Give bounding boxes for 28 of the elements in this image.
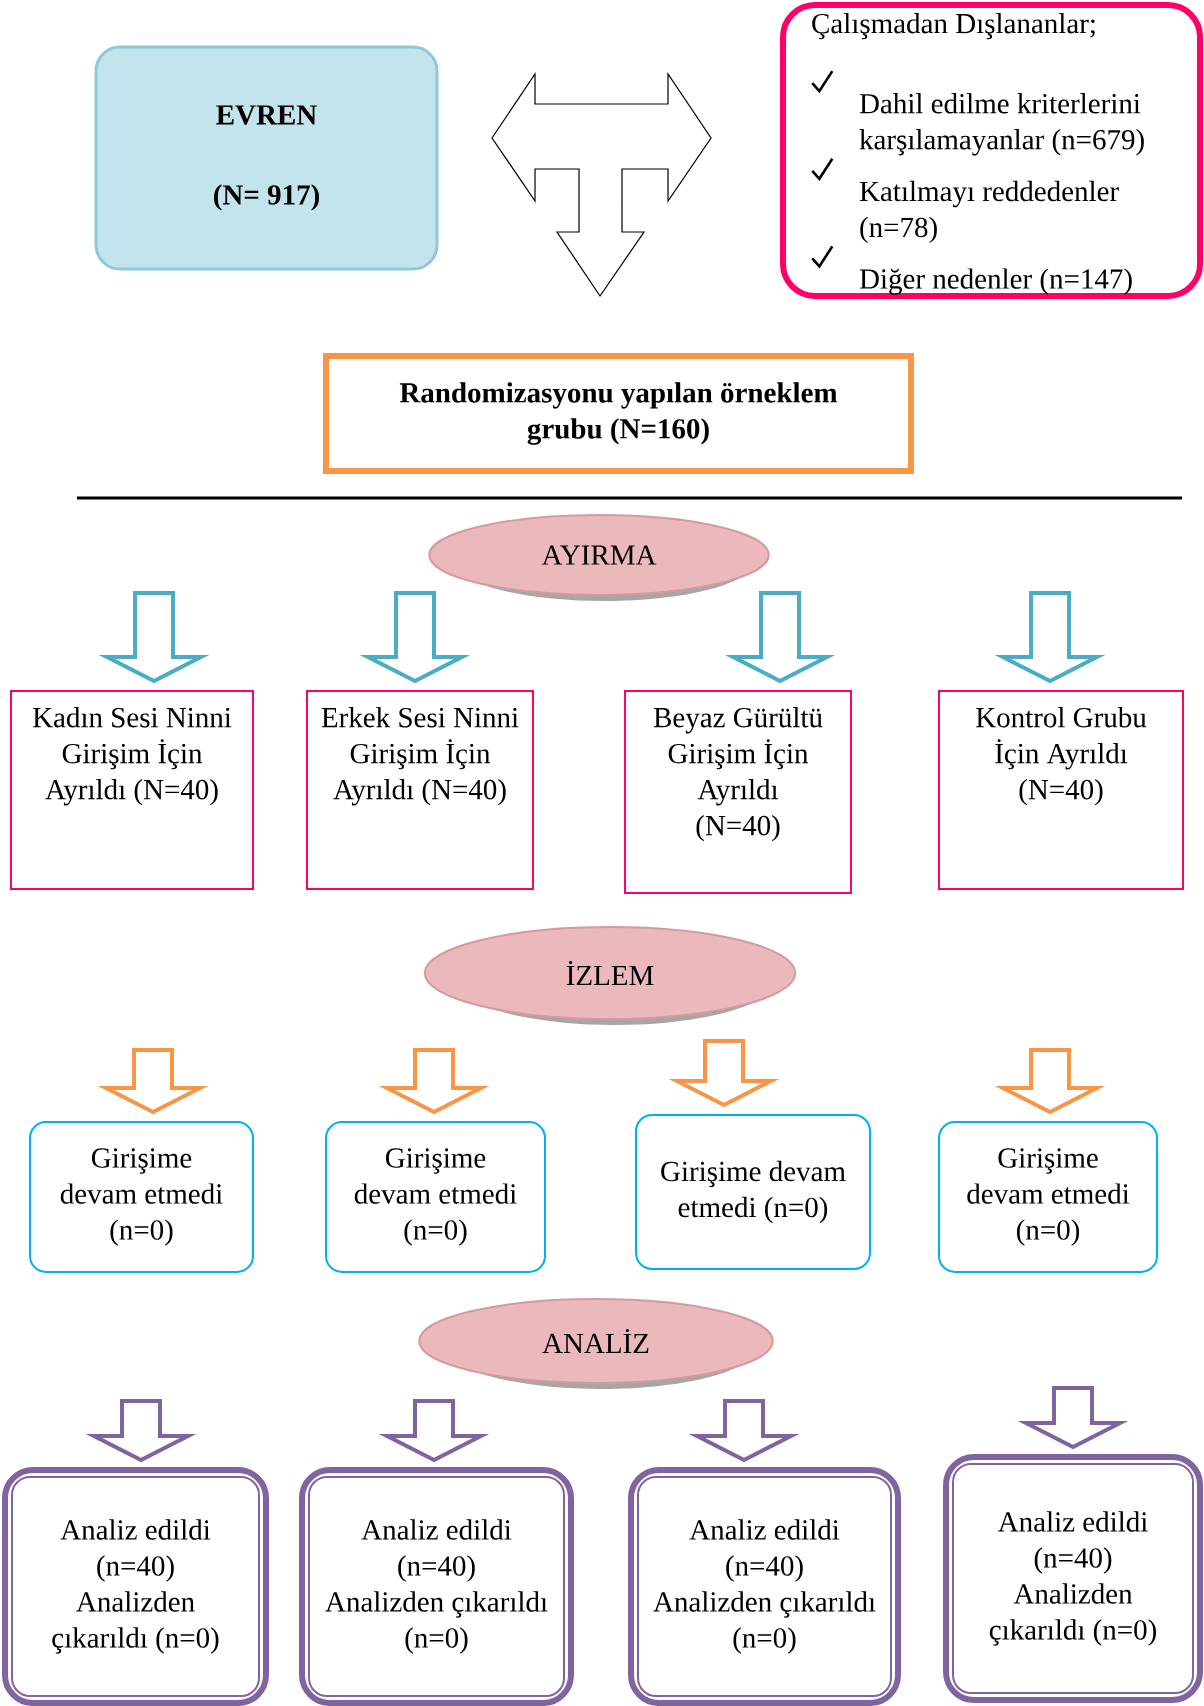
analysis-box: Analiz edildi (n=40) Analizden çıkarıldı (n=0) — [299, 1467, 574, 1706]
block-arrow — [378, 1048, 490, 1115]
exclusion-box: Çalışmadan Dışlananlar; Dahil edilme kriterlerini karşılamayanlar (n=679) Katılmayı reddedenler (n=78) Diğer nedenler (n=147) — [780, 2, 1203, 299]
analysis-box: Analiz edildi (n=40) Analizden çıkarıldı (n=0) — [943, 1454, 1203, 1703]
block-arrow — [85, 1399, 197, 1463]
group-box: Kadın Sesi Ninni Girişim İçin Ayrıldı (N=40) — [10, 690, 254, 890]
follow-up-box: Girişime devam etmedi (n=0) — [938, 1121, 1158, 1273]
sample-box: Randomizasyonu yapılan örneklem grubu (N=160) — [323, 353, 914, 474]
group-box: Kontrol Grubu İçin Ayrıldı (N=40) — [938, 690, 1184, 890]
group-box: Erkek Sesi Ninni Girişim İçin Ayrıldı (N=40) — [306, 690, 534, 890]
analysis-box: Analiz edildi (n=40) Analizden çıkarıldı (n=0) — [2, 1467, 269, 1706]
population-box: EVREN (N= 917) — [94, 45, 439, 271]
group-box: Beyaz Gürültü Girişim İçin Ayrıldı (N=40) — [624, 690, 852, 894]
follow-up-box: Girişime devam etmedi (n=0) — [325, 1121, 546, 1273]
block-arrow — [359, 591, 471, 684]
block-arrow — [378, 1399, 490, 1463]
block-arrow — [668, 1039, 780, 1108]
block-arrow — [98, 591, 210, 684]
block-arrow — [724, 591, 836, 684]
block-arrow — [994, 591, 1106, 684]
block-arrow — [688, 1399, 800, 1463]
follow-up-box: Girişime devam etmedi (n=0) — [635, 1114, 871, 1270]
analysis-box: Analiz edildi (n=40) Analizden çıkarıldı (n=0) — [628, 1467, 901, 1706]
block-arrow — [994, 1048, 1106, 1115]
follow-up-box: Girişime devam etmedi (n=0) — [29, 1121, 254, 1273]
block-arrow — [491, 72, 712, 298]
block-arrow — [97, 1048, 209, 1115]
block-arrow — [1017, 1386, 1129, 1450]
